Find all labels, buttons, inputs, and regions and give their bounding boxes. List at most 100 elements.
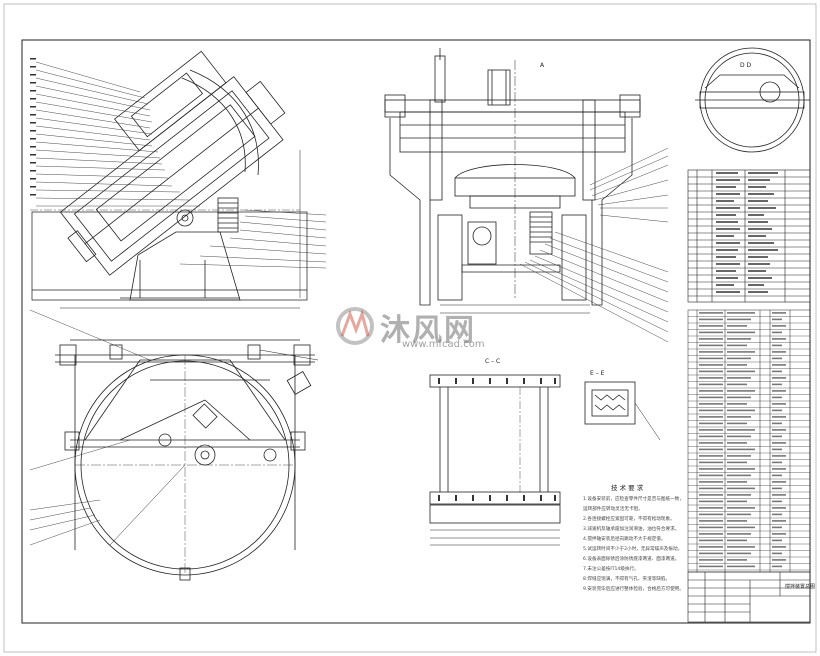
parts-list-text-stroke xyxy=(727,370,755,373)
leader-lines-right xyxy=(519,147,669,343)
parts-list-text-stroke xyxy=(699,526,723,529)
parts-list-text-stroke xyxy=(727,416,751,418)
parts-list-text-stroke xyxy=(727,429,755,431)
parts-list-text-stroke xyxy=(772,474,782,477)
parts-list-text-stroke xyxy=(772,364,786,366)
parts-list-text-stroke xyxy=(699,533,723,535)
leader-lines-left xyxy=(35,61,327,269)
parts-list-text-stroke xyxy=(727,559,747,561)
parts-list-text-stroke xyxy=(727,520,747,522)
parts-list-text-stroke xyxy=(699,422,723,425)
parts-list-text-stroke xyxy=(699,383,723,386)
parts-list-text-stroke xyxy=(772,383,782,386)
parts-list-text-stroke xyxy=(772,390,786,392)
section-ee-detail xyxy=(584,381,661,441)
parts-list-text-stroke xyxy=(699,312,723,314)
parts-list-text-stroke xyxy=(727,507,755,509)
parts-list-text-stroke xyxy=(727,390,755,392)
parts-list-text-stroke xyxy=(699,546,723,548)
parts-list-text-strokes xyxy=(699,312,786,568)
leader-lines-plan xyxy=(29,309,151,546)
note-line: 4.搅拌轴安装后径向跳动不大于规定值。 xyxy=(583,537,666,542)
parts-list-text-stroke xyxy=(699,409,723,412)
parts-list-text-stroke xyxy=(727,494,751,496)
parts-list-text-stroke xyxy=(772,448,782,451)
parts-list-text-stroke xyxy=(699,435,723,438)
parts-list-text-stroke xyxy=(699,429,723,431)
parts-list-text-stroke xyxy=(699,357,723,360)
section-cc xyxy=(429,374,561,546)
parts-list-text-stroke xyxy=(772,357,782,360)
parts-list-text-stroke xyxy=(727,513,751,516)
parts-list-text-stroke xyxy=(727,565,755,568)
parts-list-text-stroke xyxy=(699,403,723,405)
parts-list-text-stroke xyxy=(699,370,723,373)
parts-list-text-stroke xyxy=(699,325,723,327)
notes-title: 技 术 要 求 xyxy=(611,484,644,492)
parts-list-text-stroke xyxy=(727,338,751,340)
parts-list-text-stroke xyxy=(699,520,723,522)
parts-list-text-stroke xyxy=(699,481,723,483)
parts-list-text-stroke xyxy=(772,507,786,509)
parts-list-text-stroke xyxy=(699,461,723,464)
parts-list-text-stroke xyxy=(699,377,723,379)
note-line: 9.安装完毕后应进行整体检验，合格后方可使用。 xyxy=(583,587,684,592)
parts-list-text-stroke xyxy=(727,448,755,451)
note-line: 3.减速机及轴承座加注润滑油，油位符合要求。 xyxy=(583,527,680,532)
parts-list-text-stroke xyxy=(772,500,782,503)
parts-list-text-stroke xyxy=(727,474,751,477)
parts-list-text-stroke xyxy=(727,435,751,438)
parts-list xyxy=(687,309,811,573)
parts-list-text-stroke xyxy=(772,494,786,496)
parts-list-text-stroke xyxy=(772,559,786,561)
parts-list-text-stroke xyxy=(772,461,782,464)
parts-list-text-stroke xyxy=(699,331,723,334)
parts-list-text-stroke xyxy=(699,500,723,503)
parts-list-text-stroke xyxy=(727,364,747,366)
note-line: 6.设备表面除锈后涂防锈底漆两道、面漆两道。 xyxy=(583,557,680,562)
parts-list-text-stroke xyxy=(699,344,723,347)
front-elevation xyxy=(384,48,641,314)
parts-list-text-stroke xyxy=(699,468,723,470)
parts-list-text-stroke xyxy=(727,487,755,490)
parts-list-rows xyxy=(688,316,810,571)
parts-list-text-stroke xyxy=(772,422,782,425)
parts-list-text-stroke xyxy=(772,526,782,529)
note-line: 2.各连接螺栓应紧固可靠，不得有松动现象。 xyxy=(583,517,675,522)
watermark-logo-icon xyxy=(336,307,374,345)
parts-list-text-stroke xyxy=(772,565,782,568)
parts-list-text-stroke xyxy=(772,455,786,457)
parts-list-text-stroke xyxy=(699,455,723,457)
parts-list-text-stroke xyxy=(772,442,786,444)
watermark-brand: 沐风网 xyxy=(380,313,476,348)
parts-list-text-stroke xyxy=(772,435,782,438)
parts-list-text-stroke xyxy=(699,318,723,321)
parts-list-text-stroke xyxy=(699,559,723,561)
parts-list-text-stroke xyxy=(699,390,723,392)
parts-list-text-stroke xyxy=(727,455,751,457)
parts-list-text-stroke xyxy=(699,448,723,451)
parts-list-text-stroke xyxy=(727,461,747,464)
parts-list-text-stroke xyxy=(699,338,723,340)
watermark-url: www.mfcad.com xyxy=(402,339,485,350)
note-line: 运转部件应转动灵活无卡阻。 xyxy=(583,507,643,512)
parts-list-text-stroke xyxy=(727,331,755,334)
parts-list-text-stroke xyxy=(699,474,723,477)
parts-list-text-stroke xyxy=(727,351,755,353)
parts-list-text-stroke xyxy=(727,377,751,379)
side-view-tilted xyxy=(30,50,308,309)
section-cc-bolts xyxy=(438,378,556,501)
parts-list-text-stroke xyxy=(772,416,786,418)
parts-list-text-stroke xyxy=(699,552,723,555)
parts-list-text-stroke xyxy=(727,318,751,321)
watermark: 沐风网 www.mfcad.com xyxy=(330,305,500,351)
parts-list-text-stroke xyxy=(699,513,723,516)
parts-list-text-stroke xyxy=(727,533,751,535)
parts-list-text-stroke xyxy=(727,344,747,347)
parts-list-text-stroke xyxy=(727,500,747,503)
parameter-table-text-strokes xyxy=(716,172,778,293)
outer-border xyxy=(3,3,817,653)
parts-list-text-stroke xyxy=(772,546,786,548)
parts-list-text-stroke xyxy=(772,325,786,327)
